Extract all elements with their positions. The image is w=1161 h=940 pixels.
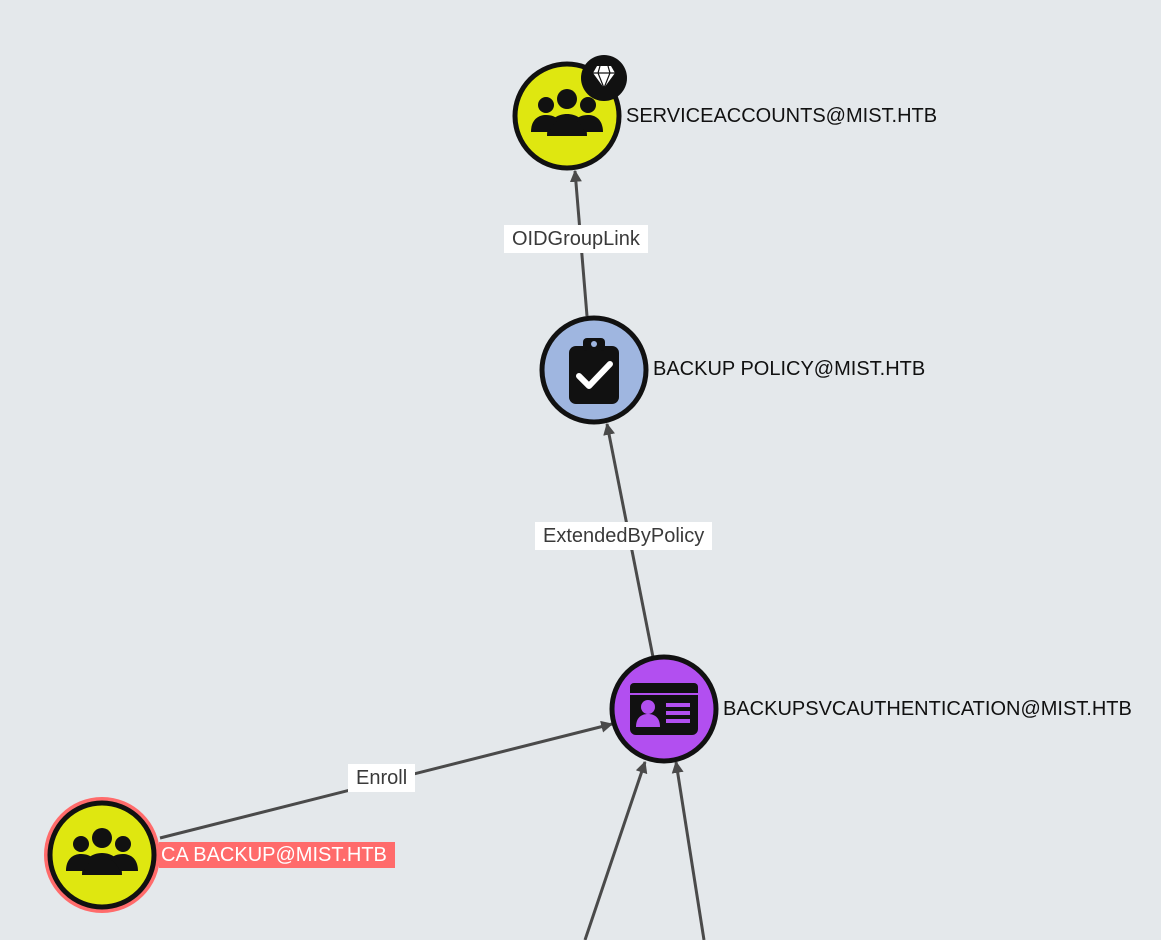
id-card-icon <box>630 683 698 735</box>
node-label-ca-backup: CA BACKUP@MIST.HTB <box>159 842 395 868</box>
node-label-serviceaccounts: SERVICEACCOUNTS@MIST.HTB <box>626 105 938 127</box>
edge-label-enroll: Enroll <box>348 764 416 792</box>
node-ca-backup[interactable] <box>44 797 160 913</box>
users-icon <box>66 828 138 875</box>
edge-incoming-left[interactable] <box>583 760 648 940</box>
clipboard-check-icon <box>569 338 619 404</box>
node-serviceaccounts[interactable] <box>512 55 627 171</box>
node-backup-policy[interactable] <box>539 315 649 425</box>
edge-incoming-right[interactable] <box>671 760 706 940</box>
node-label-backupsvcauthentication: BACKUPSVCAUTHENTICATION@MIST.HTB <box>723 698 1132 720</box>
edge-label-oid-group-link: OIDGroupLink <box>504 225 648 253</box>
edge-label-extended-by-policy: ExtendedByPolicy <box>535 522 713 550</box>
node-backupsvcauthentication[interactable] <box>609 654 719 764</box>
users-icon <box>531 89 603 136</box>
node-label-backup-policy: BACKUP POLICY@MIST.HTB <box>653 358 926 380</box>
gem-icon <box>581 55 627 101</box>
